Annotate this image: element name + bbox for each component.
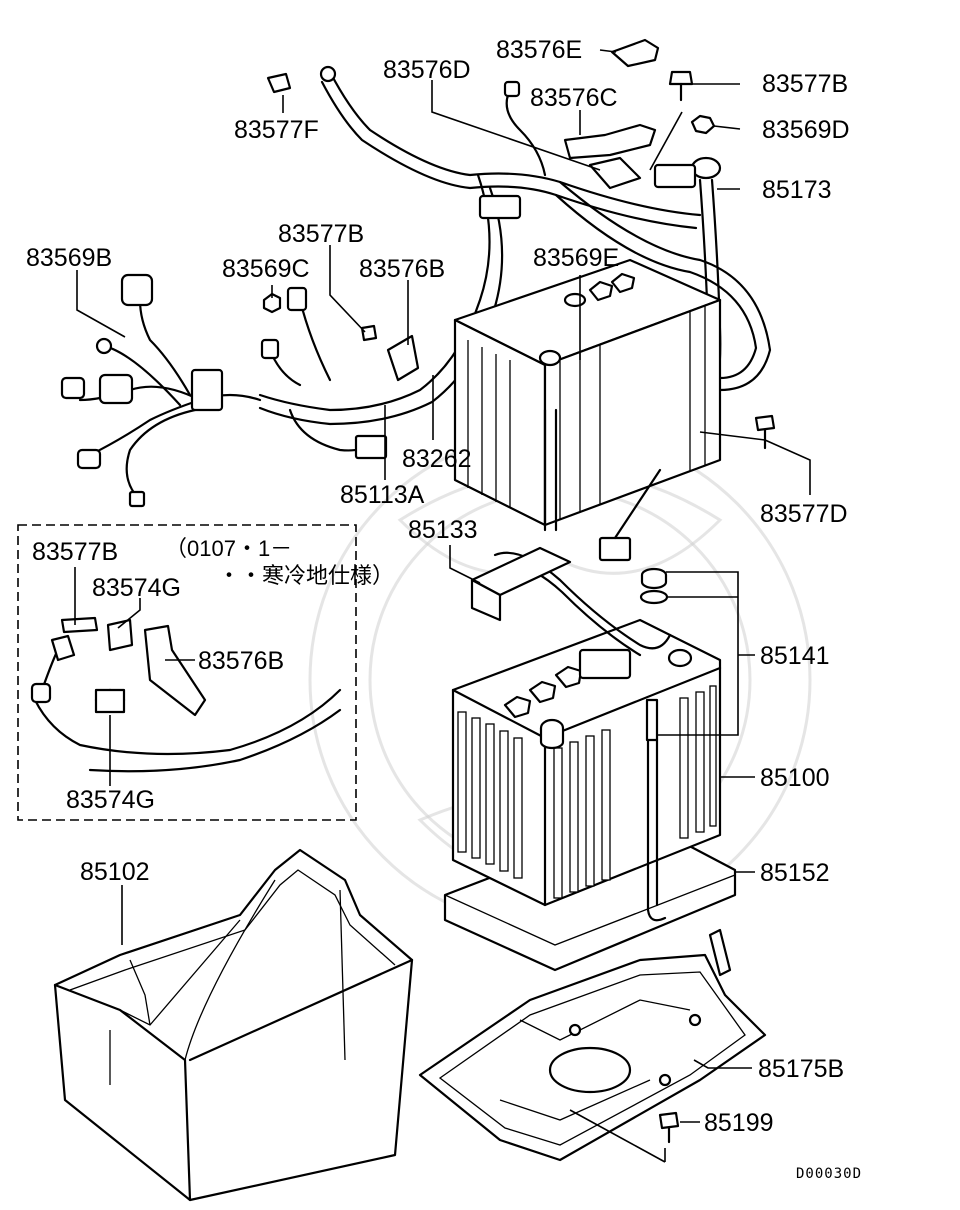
label-83569D: 83569D <box>762 116 850 144</box>
label-85173: 85173 <box>762 176 832 204</box>
nut-85141 <box>640 567 668 590</box>
label-83576E: 83576E <box>496 36 582 64</box>
battery-upper <box>453 258 722 562</box>
washer-85141 <box>639 589 669 605</box>
label-83569C: 83569C <box>222 255 310 283</box>
bracket-83576D <box>588 156 642 190</box>
label-85175B: 85175B <box>758 1055 844 1083</box>
upper-battery-fins <box>467 306 706 520</box>
label-85152: 85152 <box>760 859 830 887</box>
label-83569E: 83569E <box>533 244 619 272</box>
diagram-code: D00030D <box>796 1166 862 1182</box>
label-83569B: 83569B <box>26 244 112 272</box>
part-labels: 83576E 83576D 83577B 83576C 83577F 83569… <box>26 36 862 1182</box>
label-85141: 85141 <box>760 642 830 670</box>
label-85199: 85199 <box>704 1109 774 1137</box>
bolt-85199 <box>658 1111 680 1144</box>
leader-lines <box>74 49 811 1163</box>
label-83577F: 83577F <box>234 116 319 144</box>
label-85113A: 85113A <box>340 481 425 509</box>
label-83577B-top: 83577B <box>762 70 848 98</box>
battery-lower <box>443 546 737 972</box>
inset-label-83577B: 83577B <box>32 538 118 566</box>
top-brackets <box>262 38 776 450</box>
bracket-83576C <box>563 123 657 160</box>
label-85102: 85102 <box>80 858 150 886</box>
label-83576D: 83576D <box>383 56 471 84</box>
rod-thread <box>645 698 659 742</box>
inset-note-line2: ・・寒冷地仕様） <box>218 563 394 588</box>
carrier-85175B <box>418 928 767 1162</box>
label-85133: 85133 <box>408 516 478 544</box>
battery-box-85102 <box>53 848 414 1202</box>
label-83262: 83262 <box>402 445 472 473</box>
inset-label-83574G-top: 83574G <box>92 574 181 602</box>
label-83577D: 83577D <box>760 500 848 528</box>
bracket-83576E <box>610 38 660 68</box>
lower-battery-fins <box>457 685 717 899</box>
inset-label-83574G-bottom: 83574G <box>66 786 155 814</box>
label-83576C: 83576C <box>530 84 618 112</box>
inset-note-line1: （0107・1－ <box>165 536 292 561</box>
inset-label-83576B: 83576B <box>198 647 284 675</box>
inset-cold-climate <box>17 524 357 821</box>
inset-border <box>17 524 357 821</box>
label-85100: 85100 <box>760 764 830 792</box>
label-83576B-mid: 83576B <box>359 255 445 283</box>
label-83577B-mid: 83577B <box>278 220 364 248</box>
